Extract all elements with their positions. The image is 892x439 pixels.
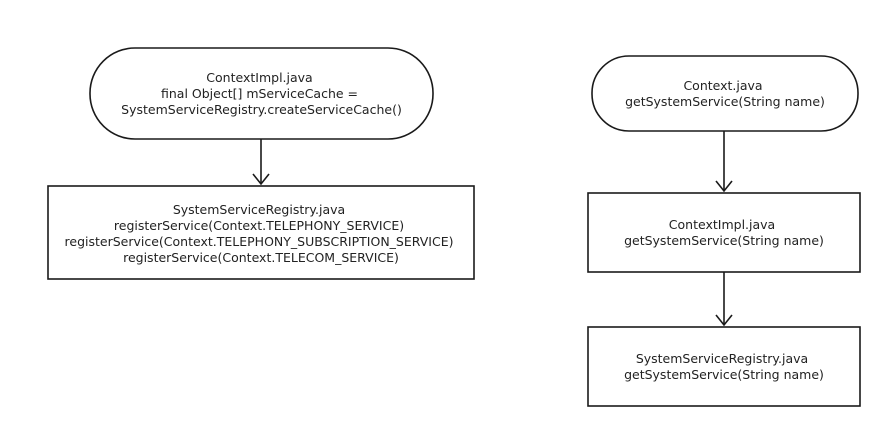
- node-registry-get-system-service-shape: [587, 326, 861, 407]
- node-contextimpl-get-system-service: ContextImpl.java getSystemService(String…: [587, 192, 861, 273]
- node-registry-register-service-shape: [47, 185, 475, 280]
- svg-text:Context.java getSystemSe: Context.java getSystemService(String nam…: [625, 78, 825, 109]
- node-registry-get-system-service: SystemServiceRegistry.java getSystemServ…: [587, 326, 861, 407]
- node-registry-register-service: SystemServiceRegistry.java registerServi…: [47, 185, 475, 280]
- node-contextimpl-get-system-service-line-2: getSystemService(String name): [624, 233, 824, 248]
- node-contextimpl-service-cache-shape: [89, 47, 434, 140]
- node-contextimpl-service-cache: ContextImpl.java final Object[] mService…: [89, 47, 434, 140]
- arrow-context-to-contextimpl: [715, 131, 733, 193]
- node-contextimpl-get-system-service-line-1: ContextImpl.java: [669, 217, 775, 232]
- node-registry-register-service-line-2: registerService(Context.TELEPHONY_SERVIC…: [114, 218, 404, 233]
- node-context-get-system-service: Context.java getSystemService(String nam…: [591, 55, 859, 132]
- svg-text:ContextImpl.java getSyst: ContextImpl.java getSystemService(String…: [624, 217, 824, 248]
- node-registry-get-system-service-line-1: SystemServiceRegistry.java: [636, 351, 808, 366]
- node-contextimpl-get-system-service-shape: [587, 192, 861, 273]
- svg-text:ContextImpl.java final O: ContextImpl.java final Object[] mService…: [121, 70, 402, 117]
- arrow-cache-to-register: [252, 139, 270, 186]
- node-context-get-system-service-line-2: getSystemService(String name): [625, 94, 825, 109]
- node-contextimpl-service-cache-line-2: final Object[] mServiceCache =: [161, 86, 358, 101]
- node-contextimpl-service-cache-line-3: SystemServiceRegistry.createServiceCache…: [121, 102, 402, 117]
- node-registry-register-service-line-4: registerService(Context.TELECOM_SERVICE): [123, 250, 399, 265]
- node-registry-get-system-service-line-2: getSystemService(String name): [624, 367, 824, 382]
- arrow-contextimpl-to-registry: [715, 272, 733, 327]
- svg-text:SystemServiceRegistry.java: SystemServiceRegistry.java registerServi…: [65, 202, 458, 265]
- node-context-get-system-service-shape: [591, 55, 859, 132]
- svg-text:SystemServiceRegistry.java: SystemServiceRegistry.java getSystemServ…: [624, 351, 824, 382]
- node-contextimpl-service-cache-line-1: ContextImpl.java: [206, 70, 312, 85]
- node-registry-register-service-line-1: SystemServiceRegistry.java: [173, 202, 345, 217]
- node-registry-register-service-line-3: registerService(Context.TELEPHONY_SUBSCR…: [65, 234, 454, 249]
- node-context-get-system-service-line-1: Context.java: [683, 78, 762, 93]
